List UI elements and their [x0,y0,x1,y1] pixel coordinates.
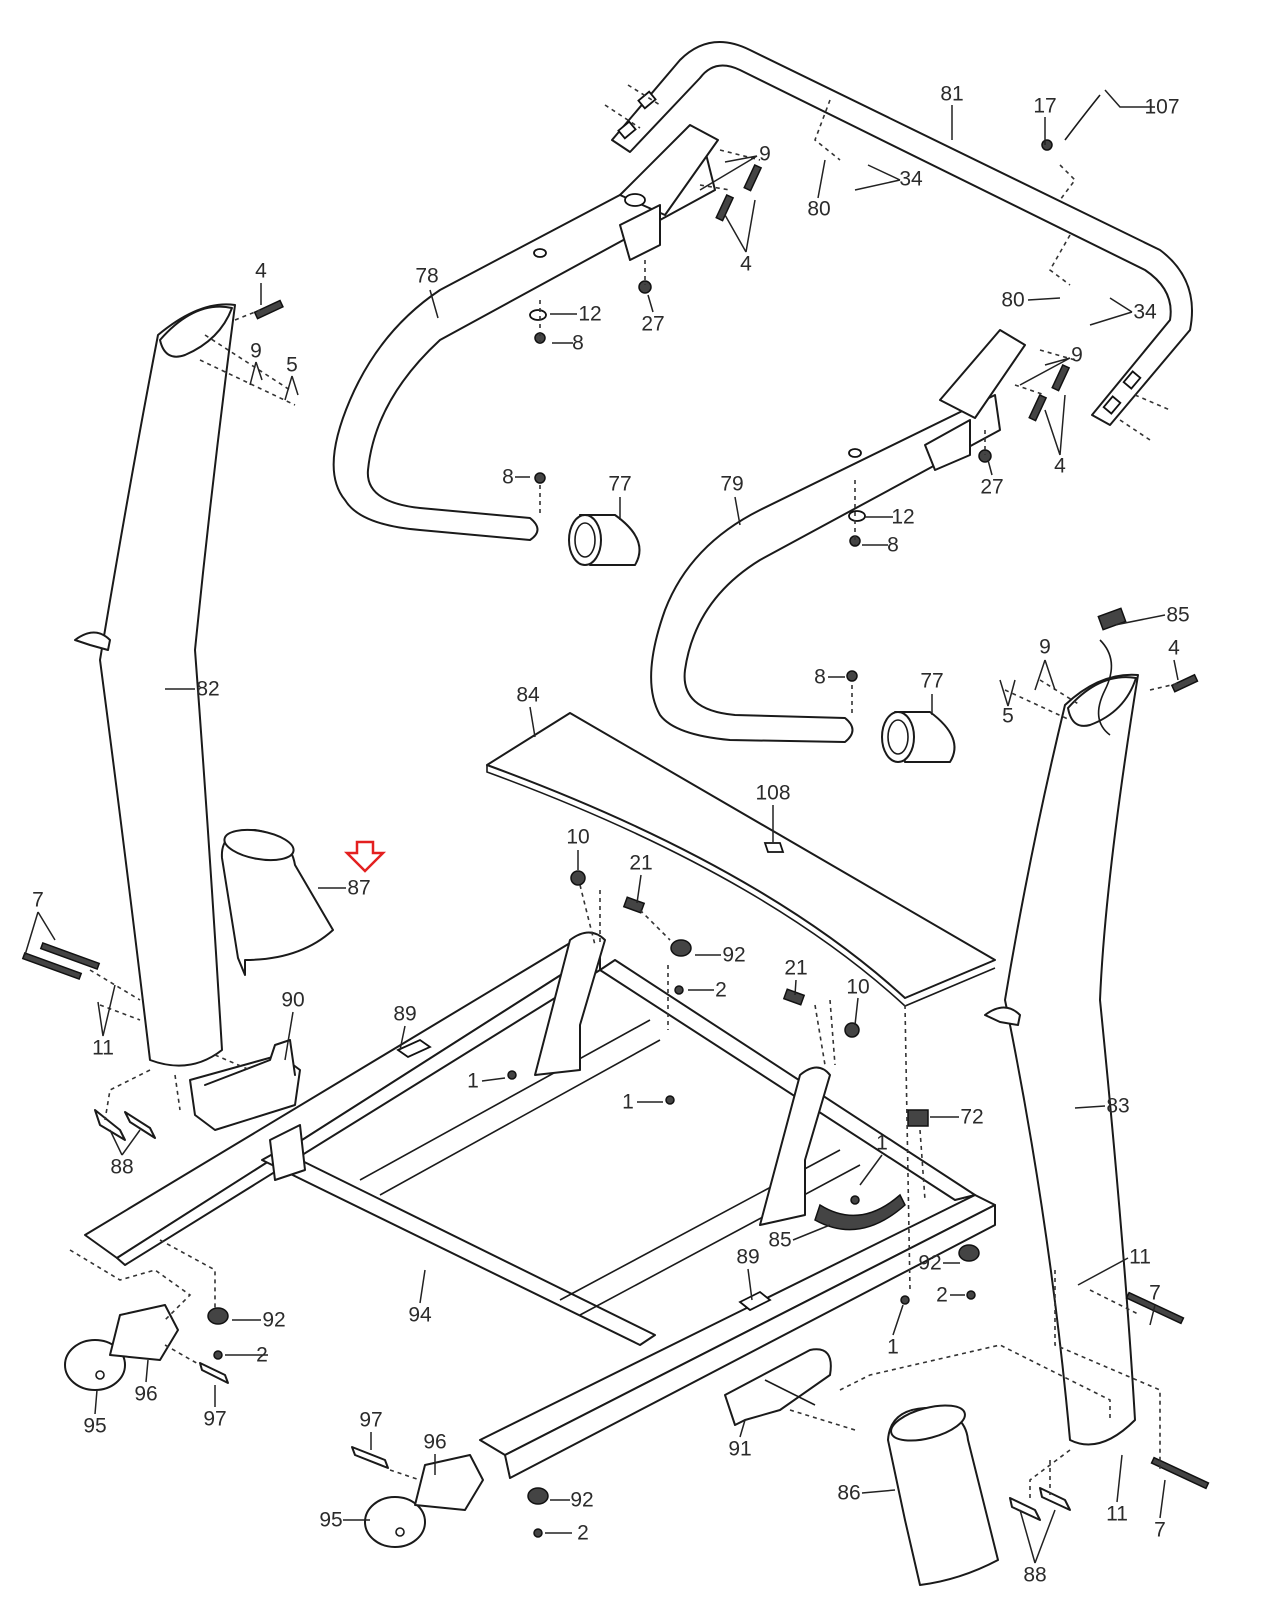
part-96-wheel-bracket-right [414,1454,484,1511]
part-label-12: 12 [578,302,602,326]
part-label-5: 5 [286,353,298,377]
part-label-9: 9 [1039,635,1051,659]
part-label-4: 4 [1054,454,1066,478]
part-label-1: 1 [887,1335,899,1359]
part-96-wheel-bracket-left [109,1304,179,1361]
part-77-end-cap-lower [881,711,956,763]
part-label-2: 2 [936,1283,948,1307]
part-label-34: 34 [1133,300,1157,324]
part-label-7: 7 [1154,1518,1166,1542]
part-label-21: 21 [629,851,653,875]
part-label-79: 79 [720,472,744,496]
part-label-84: 84 [516,683,540,707]
part-label-5: 5 [1002,704,1014,728]
part-82-left-upright [74,303,236,1067]
part-label-10: 10 [846,975,870,999]
part-label-11: 11 [1129,1245,1151,1269]
part-label-80: 80 [807,197,831,221]
part-label-86: 86 [837,1481,861,1505]
part-97-axle-pins [199,1362,389,1469]
part-label-11: 11 [1106,1502,1128,1526]
part-label-8: 8 [502,465,514,489]
part-83-right-upright [984,607,1139,1446]
leader-lines [24,89,1179,1564]
part-label-9: 9 [759,142,771,166]
part-label-72: 72 [960,1105,984,1129]
part-label-95: 95 [83,1414,107,1438]
part-label-9: 9 [1071,343,1083,367]
part-87-base-cover [220,828,334,976]
part-label-88: 88 [1023,1563,1047,1587]
part-88-spacers [94,1109,1071,1521]
part-label-9: 9 [250,339,262,363]
part-label-27: 27 [641,312,665,336]
part-label-92: 92 [262,1308,286,1332]
part-label-7: 7 [32,888,44,912]
part-label-27: 27 [980,475,1004,499]
part-label-90: 90 [281,988,305,1012]
part-77-end-cap-upper [568,514,641,566]
part-90-foot-cover [189,1039,301,1131]
part-label-2: 2 [577,1521,589,1545]
part-label-97: 97 [359,1408,383,1432]
incline-brackets [534,931,831,1226]
part-label-8: 8 [814,665,826,689]
part-label-89: 89 [736,1245,760,1269]
part-label-80: 80 [1001,288,1025,312]
part-label-21: 21 [784,956,808,980]
part-92-feet [207,939,980,1505]
part-label-1: 1 [467,1069,479,1093]
part-label-8: 8 [572,331,584,355]
part-81-crossbar [604,41,1193,441]
part-label-85: 85 [1166,603,1190,627]
part-label-82: 82 [196,677,220,701]
part-label-97: 97 [203,1407,227,1431]
down-arrow-outline-icon [343,840,387,873]
part-label-78: 78 [415,264,439,288]
part-78-left-handlebar [332,124,719,541]
part-label-4: 4 [1168,636,1180,660]
part-95-wheel-right [364,1496,426,1548]
part-label-81: 81 [940,82,964,106]
part-label-87: 87 [347,876,371,900]
part-79-right-handlebar [650,329,1026,743]
part-label-12: 12 [891,505,915,529]
assembly-guide-lines [69,99,1181,1500]
part-label-94: 94 [408,1303,432,1327]
part-label-108: 108 [755,781,791,805]
part-label-34: 34 [899,167,923,191]
part-label-2: 2 [715,978,727,1002]
part-label-2: 2 [256,1343,268,1367]
part-label-77: 77 [608,472,632,496]
part-91-foot-cover [724,1348,832,1426]
part-label-7: 7 [1149,1281,1161,1305]
part-label-1: 1 [876,1131,888,1155]
part-label-92: 92 [918,1251,942,1275]
part-84-cover [486,712,996,1007]
part-label-17: 17 [1033,94,1057,118]
part-label-4: 4 [255,259,267,283]
part-label-10: 10 [566,825,590,849]
part-label-8: 8 [887,533,899,557]
part-label-91: 91 [728,1437,752,1461]
part-label-92: 92 [570,1488,594,1512]
part-label-96: 96 [134,1382,158,1406]
part-label-92: 92 [722,943,746,967]
part-label-77: 77 [920,669,944,693]
part-label-89: 89 [393,1002,417,1026]
part-label-1: 1 [622,1090,634,1114]
part-label-107: 107 [1144,95,1180,119]
part-label-85: 85 [768,1228,792,1252]
hardware-fasteners [21,94,1210,1538]
part-94-frame [84,939,996,1479]
part-label-4: 4 [740,252,752,276]
part-label-88: 88 [110,1155,134,1179]
part-label-96: 96 [423,1430,447,1454]
part-label-95: 95 [319,1508,343,1532]
part-label-83: 83 [1106,1094,1130,1118]
part-86-base-cover [887,1404,999,1586]
part-label-11: 11 [92,1036,114,1060]
